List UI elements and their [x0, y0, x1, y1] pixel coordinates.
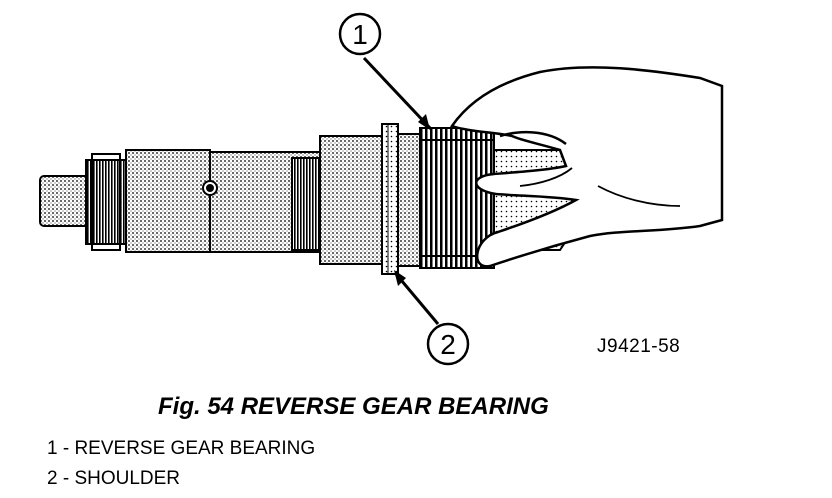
legend-item-reverse-gear-bearing: 1 - REVERSE GEAR BEARING	[47, 438, 316, 459]
callout-1: 1	[338, 12, 432, 130]
legend-item-shoulder: 2 - SHOULDER	[47, 468, 181, 489]
figure-caption: Fig. 54 REVERSE GEAR BEARING	[158, 393, 549, 420]
output-shaft	[39, 123, 573, 275]
callout-2-number: 2	[440, 329, 456, 360]
hand-illustration	[450, 66, 724, 268]
callout-1-number: 1	[352, 19, 368, 50]
figure-code: J9421-58	[597, 336, 681, 357]
callout-2: 2	[394, 270, 470, 366]
